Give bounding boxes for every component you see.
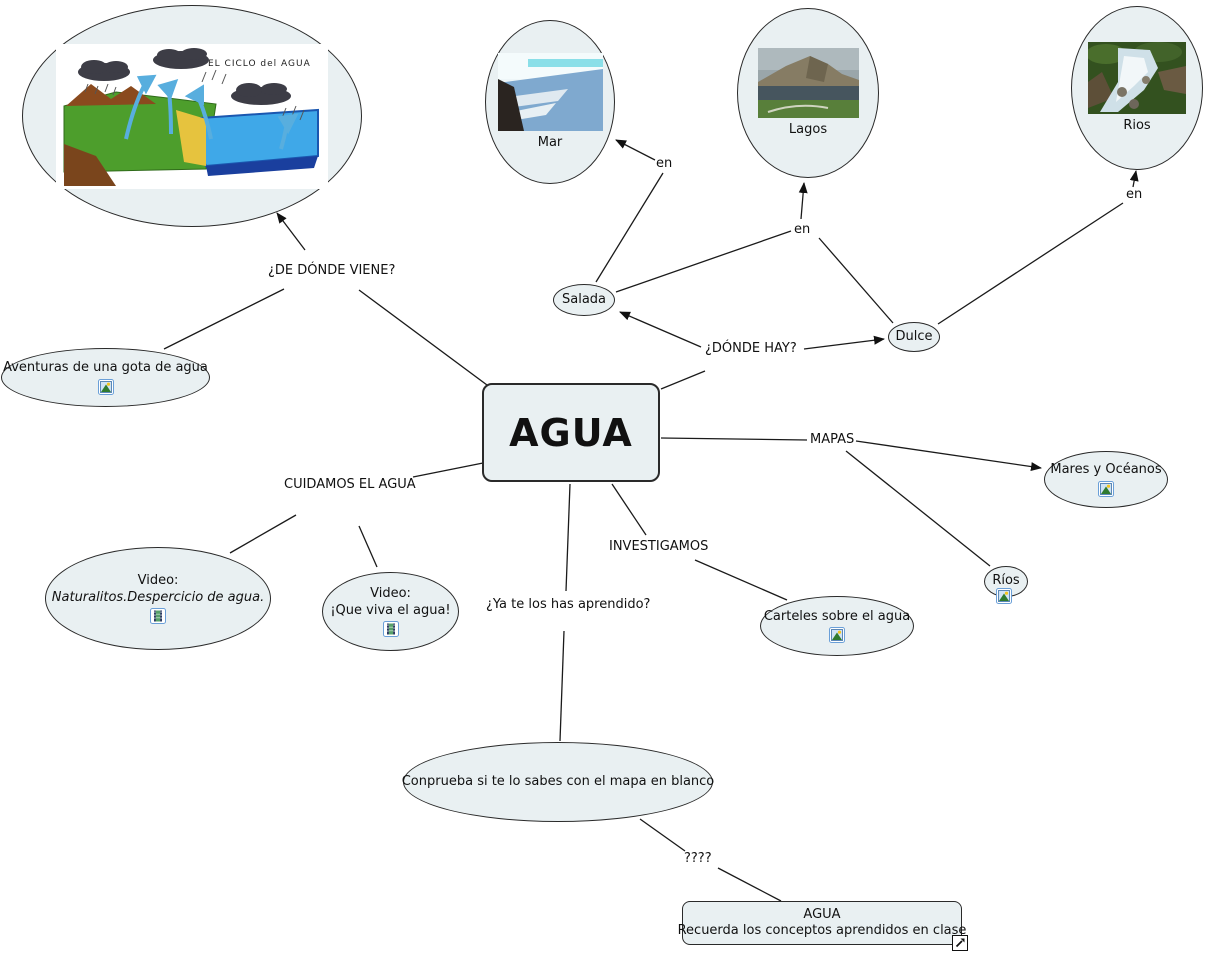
concept-label: Aventuras de una gota de agua xyxy=(3,360,208,376)
link-viene-to-agua xyxy=(358,289,488,386)
link-dondehay-to-salada xyxy=(619,311,702,348)
concept-carteles[interactable]: Carteles sobre el agua xyxy=(760,596,914,656)
concept-label-line1: AGUA xyxy=(803,906,841,922)
link-en3-to-rios xyxy=(1129,170,1139,188)
film-icon[interactable] xyxy=(382,620,399,637)
phrase-en-lagos[interactable]: en xyxy=(794,222,811,237)
link-mapas-to-rios-small xyxy=(845,450,991,567)
phrase-aprendido[interactable]: ¿Ya te los has aprendido? xyxy=(486,597,651,612)
concept-label-line1: Video: xyxy=(137,573,179,589)
lake-photo xyxy=(757,47,859,118)
phrase-en-mar[interactable]: en xyxy=(656,156,673,171)
concept-label: Carteles sobre el agua xyxy=(763,608,911,624)
concept-label: Mares y Océanos xyxy=(1050,462,1162,478)
concept-label: Salada xyxy=(561,291,606,307)
concept-label: Dulce xyxy=(895,328,933,344)
image-icon[interactable] xyxy=(829,627,845,644)
link-cuidamos-to-video2 xyxy=(358,525,378,568)
link-cuidamos-to-video1 xyxy=(229,514,297,554)
concept-label: Mar xyxy=(537,134,563,150)
link-qmarks-to-recuerda xyxy=(717,867,782,902)
concept-water-cycle[interactable]: EL CICLO del AGUA xyxy=(22,5,362,227)
sea-photo xyxy=(497,52,603,131)
concept-label: Ríos xyxy=(992,573,1020,589)
concept-label-line2: Naturalitos.Despercicio de agua. xyxy=(51,589,265,605)
link-investigamos-to-carteles xyxy=(694,559,788,601)
link-agua-to-investigamos xyxy=(611,483,647,536)
concept-agua-recuerda[interactable]: AGUA Recuerda los conceptos aprendidos e… xyxy=(678,901,968,951)
link-dulce-to-en2 xyxy=(818,237,894,324)
concept-mar[interactable]: Mar xyxy=(485,20,615,184)
concept-label: Lagos xyxy=(788,121,828,137)
phrase-donde-hay[interactable]: ¿DÓNDE HAY? xyxy=(705,341,797,356)
link-viene-to-aventuras xyxy=(163,288,285,350)
concept-label: Rios xyxy=(1123,117,1151,133)
link-agua-to-aprendido xyxy=(565,483,571,592)
concept-video-viva[interactable]: Video: ¡Que viva el agua! xyxy=(322,572,459,651)
link-salada-to-en2 xyxy=(615,230,792,293)
concept-conprueba[interactable]: Conprueba si te lo sabes con el mapa en … xyxy=(401,742,715,822)
concept-salada[interactable]: Salada xyxy=(553,284,615,316)
link-agua-to-cuidamos xyxy=(412,462,484,478)
main-concept-label: AGUA xyxy=(509,410,633,455)
link-agua-to-mapas xyxy=(660,437,808,441)
link-en1-to-mar xyxy=(615,139,656,161)
concept-label-line2: Recuerda los conceptos aprendidos en cla… xyxy=(677,923,967,938)
phrase-de-donde-viene[interactable]: ¿DE DÓNDE VIENE? xyxy=(268,263,396,278)
link-mapas-to-mares xyxy=(855,440,1042,472)
concept-rios-top[interactable]: Rios xyxy=(1071,6,1203,170)
phrase-question-marks[interactable]: ???? xyxy=(684,851,712,866)
phrase-cuidamos[interactable]: CUIDAMOS EL AGUA xyxy=(284,477,416,492)
water-cycle-drawing: EL CICLO del AGUA xyxy=(56,43,328,189)
link-conprueba-to-qmarks xyxy=(639,818,686,852)
link-aprendido-to-conprueba xyxy=(559,630,565,742)
concept-lagos[interactable]: Lagos xyxy=(737,8,879,178)
film-icon[interactable] xyxy=(150,607,166,624)
river-photo xyxy=(1088,41,1186,114)
link-dulce-to-en3 xyxy=(937,202,1124,325)
image-icon[interactable] xyxy=(1098,480,1114,497)
link-salada-to-en1 xyxy=(595,172,664,283)
phrase-mapas[interactable]: MAPAS xyxy=(810,432,855,447)
image-icon[interactable] xyxy=(97,378,114,395)
concept-label-line2: ¡Que viva el agua! xyxy=(330,602,451,618)
concept-label-line1: Video: xyxy=(370,586,411,602)
link-en2-to-lagos xyxy=(798,182,808,220)
concept-label: Conprueba si te lo sabes con el mapa en … xyxy=(401,773,715,789)
concept-aventuras[interactable]: Aventuras de una gota de agua xyxy=(1,348,210,407)
link-viene-to-cycle xyxy=(276,212,306,251)
concept-agua-main[interactable]: AGUA xyxy=(482,383,660,482)
concept-video-naturalitos[interactable]: Video: Naturalitos.Despercicio de agua. xyxy=(45,547,271,650)
concept-dulce[interactable]: Dulce xyxy=(888,322,940,352)
phrase-investigamos[interactable]: INVESTIGAMOS xyxy=(609,539,709,554)
link-dondehay-to-dulce xyxy=(803,335,885,350)
phrase-en-rios[interactable]: en xyxy=(1126,187,1143,202)
image-icon[interactable] xyxy=(996,588,1012,604)
concept-mares-oceanos[interactable]: Mares y Océanos xyxy=(1044,451,1168,508)
link-agua-to-dondehay xyxy=(660,370,706,390)
link-icon[interactable] xyxy=(952,935,968,951)
svg-text:EL CICLO del AGUA: EL CICLO del AGUA xyxy=(208,59,311,69)
